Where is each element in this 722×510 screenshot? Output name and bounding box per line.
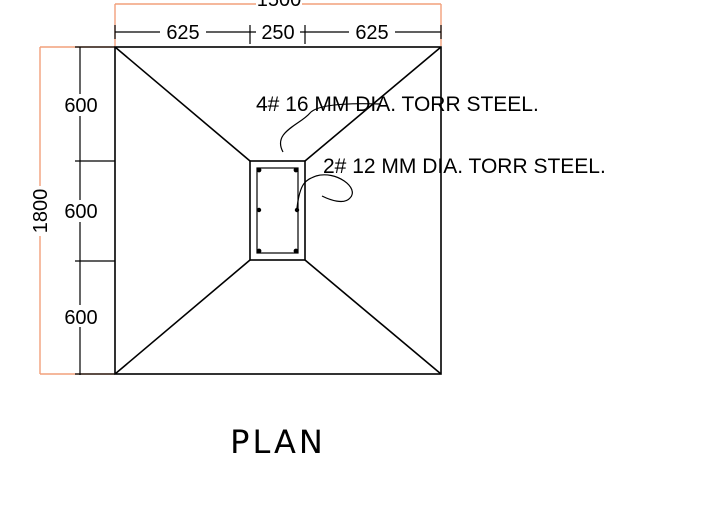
main-bar-top-left	[256, 167, 262, 173]
main-bar-top-right	[293, 167, 299, 173]
main-bars-leader-line	[280, 103, 381, 153]
side-bar-left	[256, 207, 262, 213]
width-segment-2-mask	[256, 22, 300, 40]
column-outline	[249, 160, 306, 261]
width-segment-1-mask	[160, 22, 206, 40]
main-bar-bottom-right	[293, 248, 299, 254]
length-segment-3-mask	[60, 305, 100, 327]
main-bars-note: 4# 16 MM DIA. TORR STEEL.	[256, 93, 539, 116]
footing-outline	[114, 46, 442, 375]
width-segment-3-label: 625	[355, 22, 388, 44]
side-bar-right	[294, 207, 300, 213]
slope-line-top-left	[114, 46, 251, 162]
footing-base-outline	[114, 46, 442, 375]
column-stirrup	[256, 167, 299, 254]
slope-line-bottom-left	[114, 259, 251, 375]
side-bars-leader-line	[296, 174, 353, 209]
side-bars-note: 2# 12 MM DIA. TORR STEEL.	[323, 155, 606, 178]
slope-line-bottom-right	[304, 259, 442, 375]
length-segment-3-label: 600	[64, 307, 97, 329]
length-segment-1-mask	[60, 94, 100, 116]
length-segment-2-label: 600	[64, 201, 97, 223]
main-bar-bottom-left	[256, 248, 262, 254]
overall-width-label: 1500	[257, 0, 302, 11]
drawing-title: PLAN	[230, 423, 326, 461]
width-segment-2-label: 250	[261, 22, 294, 44]
column-section	[249, 160, 306, 261]
overall-length-label: 1800	[30, 189, 52, 234]
length-segment-2-mask	[60, 200, 100, 222]
length-segment-1-label: 600	[64, 95, 97, 117]
width-segment-3-mask	[349, 22, 395, 40]
overall-length-label-mask	[30, 186, 50, 236]
length-segment-dimensions: 600 600 600	[60, 46, 115, 375]
width-segment-dimensions: 625 250 625	[114, 22, 442, 44]
width-segment-1-label: 625	[166, 22, 199, 44]
overall-width-label-mask	[256, 0, 302, 6]
